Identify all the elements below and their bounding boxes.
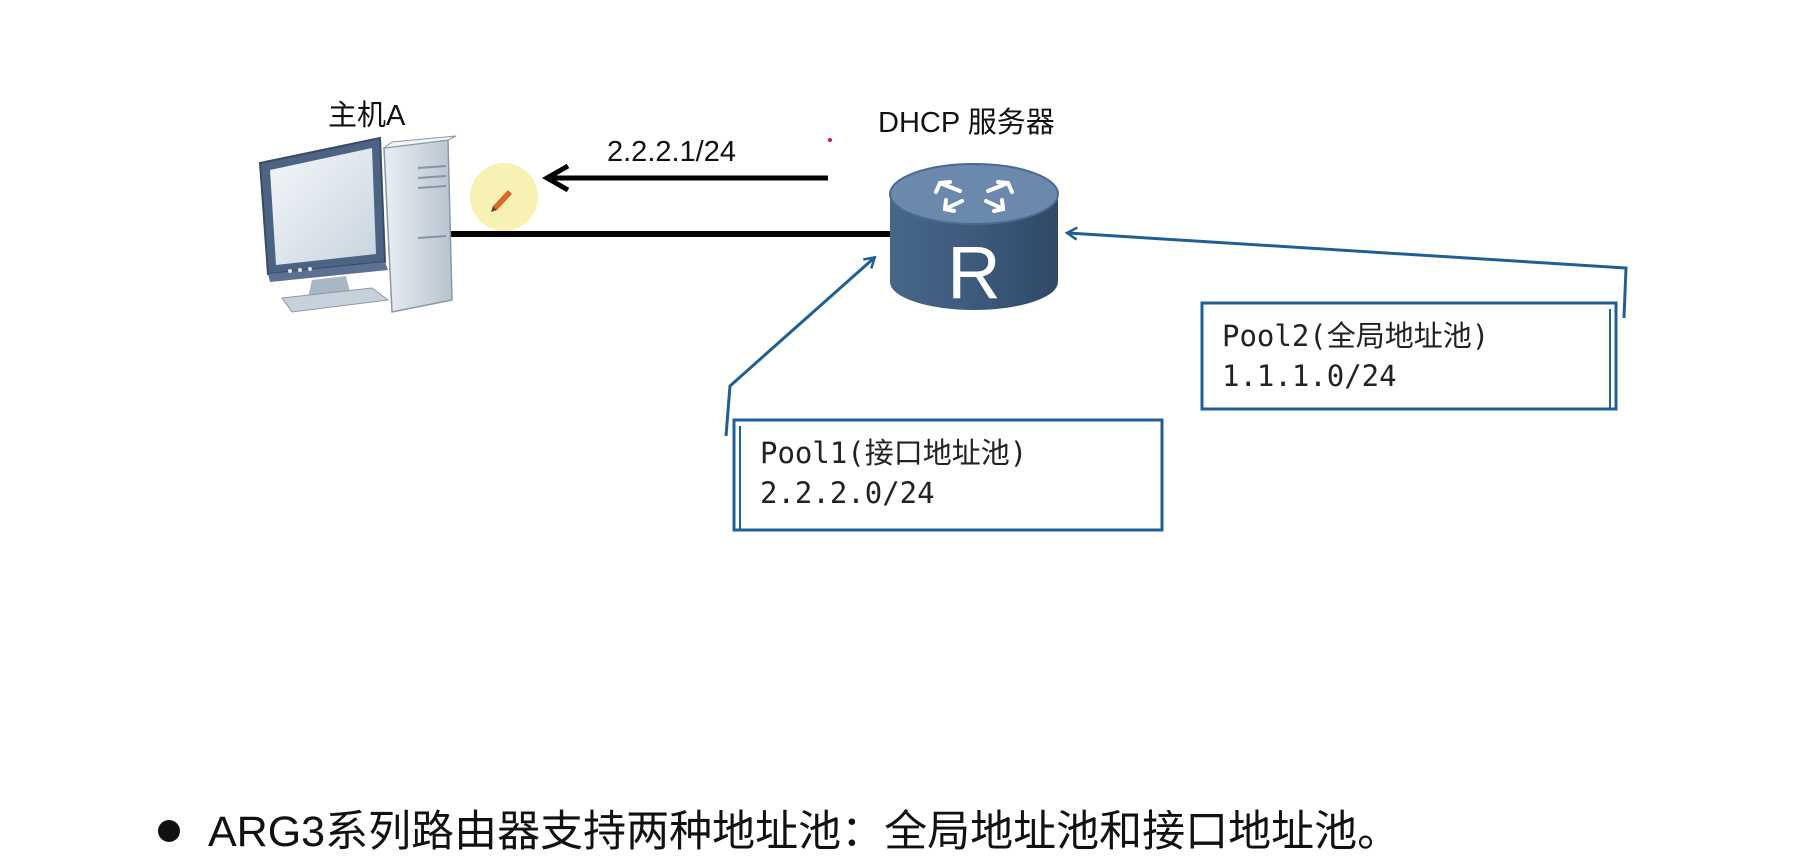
pool2-text: Pool2(全局地址池) 1.1.1.0/24 [1222,316,1489,396]
router-icon: R [889,163,1059,314]
pool1-callout [724,255,1164,532]
pen-cursor-icon [470,163,538,231]
pool2-subnet: 1.1.1.0/24 [1222,359,1397,393]
assigned-ip-label: 2.2.2.1/24 [607,136,736,168]
dhcp-server-label: DHCP 服务器 [878,107,1055,139]
red-dot-mark [828,138,832,142]
pool2-title: Pool2(全局地址池) [1222,319,1490,353]
router-letter: R [947,231,1000,314]
host-label: 主机A [328,100,406,132]
bullet-text: ARG3系列路由器支持两种地址池：全局地址池和接口地址池。 [208,808,1401,856]
pool1-title: Pool1(接口地址池) [760,436,1028,470]
desktop-computer-icon [258,135,457,313]
bullet-dot-icon [158,819,180,842]
ip-offer-arrow [541,163,828,193]
pool1-subnet: 2.2.2.0/24 [760,476,935,510]
pool1-text: Pool1(接口地址池) 2.2.2.0/24 [760,433,1027,513]
bullet-point: ARG3系列路由器支持两种地址池：全局地址池和接口地址池。 [158,797,1400,859]
pool2-callout [1064,226,1628,411]
